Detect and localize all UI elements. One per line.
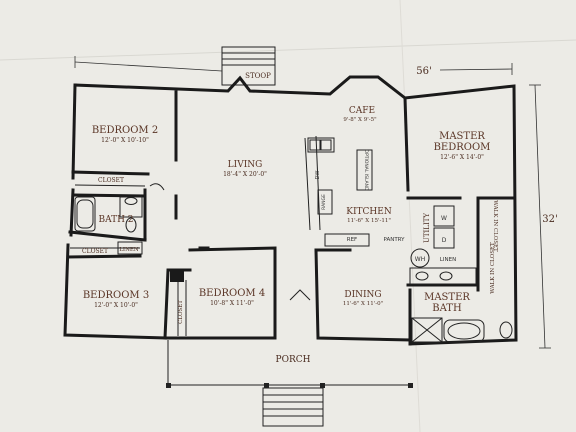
width-dimension-label: 56' — [416, 66, 431, 77]
water-heater — [410, 248, 430, 268]
pantry-label: PANTRY — [383, 237, 405, 243]
dimension-width: 56' — [74, 56, 513, 77]
walk-in-closet-label-1: WALK IN CLOSET — [492, 200, 498, 252]
bath2-name: BATH 2 — [98, 215, 133, 225]
closet-details — [70, 183, 311, 336]
dryer — [433, 227, 455, 249]
toilet — [125, 217, 137, 233]
master-bedroom-size: 12'-6" X 14'-0" — [440, 154, 484, 161]
corner-column — [170, 270, 184, 282]
bedroom4-closet-label: CLOSET — [178, 300, 184, 324]
vanity — [409, 267, 477, 285]
stoop: STOOP — [221, 46, 276, 86]
paper-fold — [399, 0, 421, 432]
stoop-label: STOOP — [245, 72, 271, 80]
washer-label: W — [441, 215, 447, 222]
master-toilet — [499, 321, 513, 339]
master-linen-label: LINEN — [440, 257, 456, 263]
paper-fold — [0, 39, 576, 61]
kitchen-sink — [307, 137, 335, 153]
bedroom4-name: BEDROOM 4 — [199, 288, 265, 299]
ref-label: REF — [347, 237, 357, 243]
range-label: RANGE — [321, 194, 327, 210]
washer — [433, 205, 455, 227]
living-size: 18'-4" X 20'-0" — [223, 171, 267, 178]
room-master-bath: MASTER BATH — [424, 292, 470, 314]
bedroom2-closet-label: CLOSET — [98, 177, 124, 184]
living-name: LIVING — [228, 160, 263, 170]
dimension-depth: 32' — [529, 84, 558, 349]
room-bath2: BATH 2 — [98, 215, 133, 225]
interior-walls — [66, 90, 516, 346]
bathtub — [74, 196, 96, 232]
bedroom4-size: 10'-8" X 11'-0" — [210, 300, 254, 307]
master-tub — [443, 319, 485, 343]
island-label: OPTIONAL ISLAND — [363, 150, 369, 191]
room-master-bedroom: MASTER BEDROOM 12'-6" X 14'-0" — [434, 131, 491, 161]
shower — [411, 317, 443, 343]
bedroom2-size: 12'-0" X 10'-10" — [101, 137, 149, 144]
room-dining: DINING 11'-6" X 11'-0" — [343, 290, 383, 307]
room-living: LIVING 18'-4" X 20'-0" — [223, 160, 267, 178]
room-bedroom2: BEDROOM 2 12'-0" X 10'-10" — [92, 125, 158, 144]
utility-label: UTILITY — [423, 213, 431, 243]
room-kitchen: KITCHEN 11'-6" X 15'-11" — [346, 207, 392, 224]
dishwasher-label: DW — [315, 171, 321, 180]
exterior-walls — [63, 75, 518, 346]
optional-island — [356, 149, 373, 191]
cafe-size: 9'-8" X 9'-5" — [343, 117, 376, 123]
kitchen-name: KITCHEN — [346, 207, 392, 217]
bedroom3-closet-label: CLOSET — [82, 248, 108, 255]
room-bedroom4: BEDROOM 4 10'-8" X 11'-0" — [199, 288, 265, 307]
dining-size: 11'-6" X 11'-0" — [343, 301, 383, 307]
bedroom3-size: 12'-0" X 10'-0" — [94, 302, 138, 309]
bath2-fixtures — [74, 196, 143, 255]
room-bedroom3: BEDROOM 3 12'-0" X 10'-0" — [83, 290, 149, 309]
master-bath-name-2: BATH — [432, 303, 462, 314]
bath2-linen-label: LINEN — [119, 247, 139, 253]
bedroom3-name: BEDROOM 3 — [83, 290, 149, 301]
master-bedroom-name-2: BEDROOM — [434, 142, 491, 153]
depth-dimension-label: 32' — [542, 214, 557, 225]
bedroom2-name: BEDROOM 2 — [92, 125, 158, 136]
range — [317, 189, 333, 215]
wh-label: WH — [415, 256, 425, 263]
master-bath-name-1: MASTER — [424, 292, 470, 303]
kitchen-size: 11'-6" X 15'-11" — [347, 218, 391, 224]
cafe-name: CAFE — [349, 106, 375, 116]
walk-in-closet-label-2: WALK IN CLOSET — [490, 242, 496, 294]
porch: PORCH — [166, 340, 413, 427]
dining-name: DINING — [344, 290, 381, 300]
kitchen-fixtures: DW RANGE OPTIONAL ISLAND REF PANTRY — [304, 135, 405, 247]
utility-fixtures: W D UTILITY WH LINEN WALK IN CLOSET WALK… — [409, 200, 513, 343]
dryer-label: D — [442, 237, 447, 244]
refrigerator — [324, 233, 370, 247]
porch-label: PORCH — [276, 355, 311, 365]
room-cafe: CAFE 9'-8" X 9'-5" — [343, 106, 376, 123]
master-bedroom-name-1: MASTER — [439, 131, 485, 142]
